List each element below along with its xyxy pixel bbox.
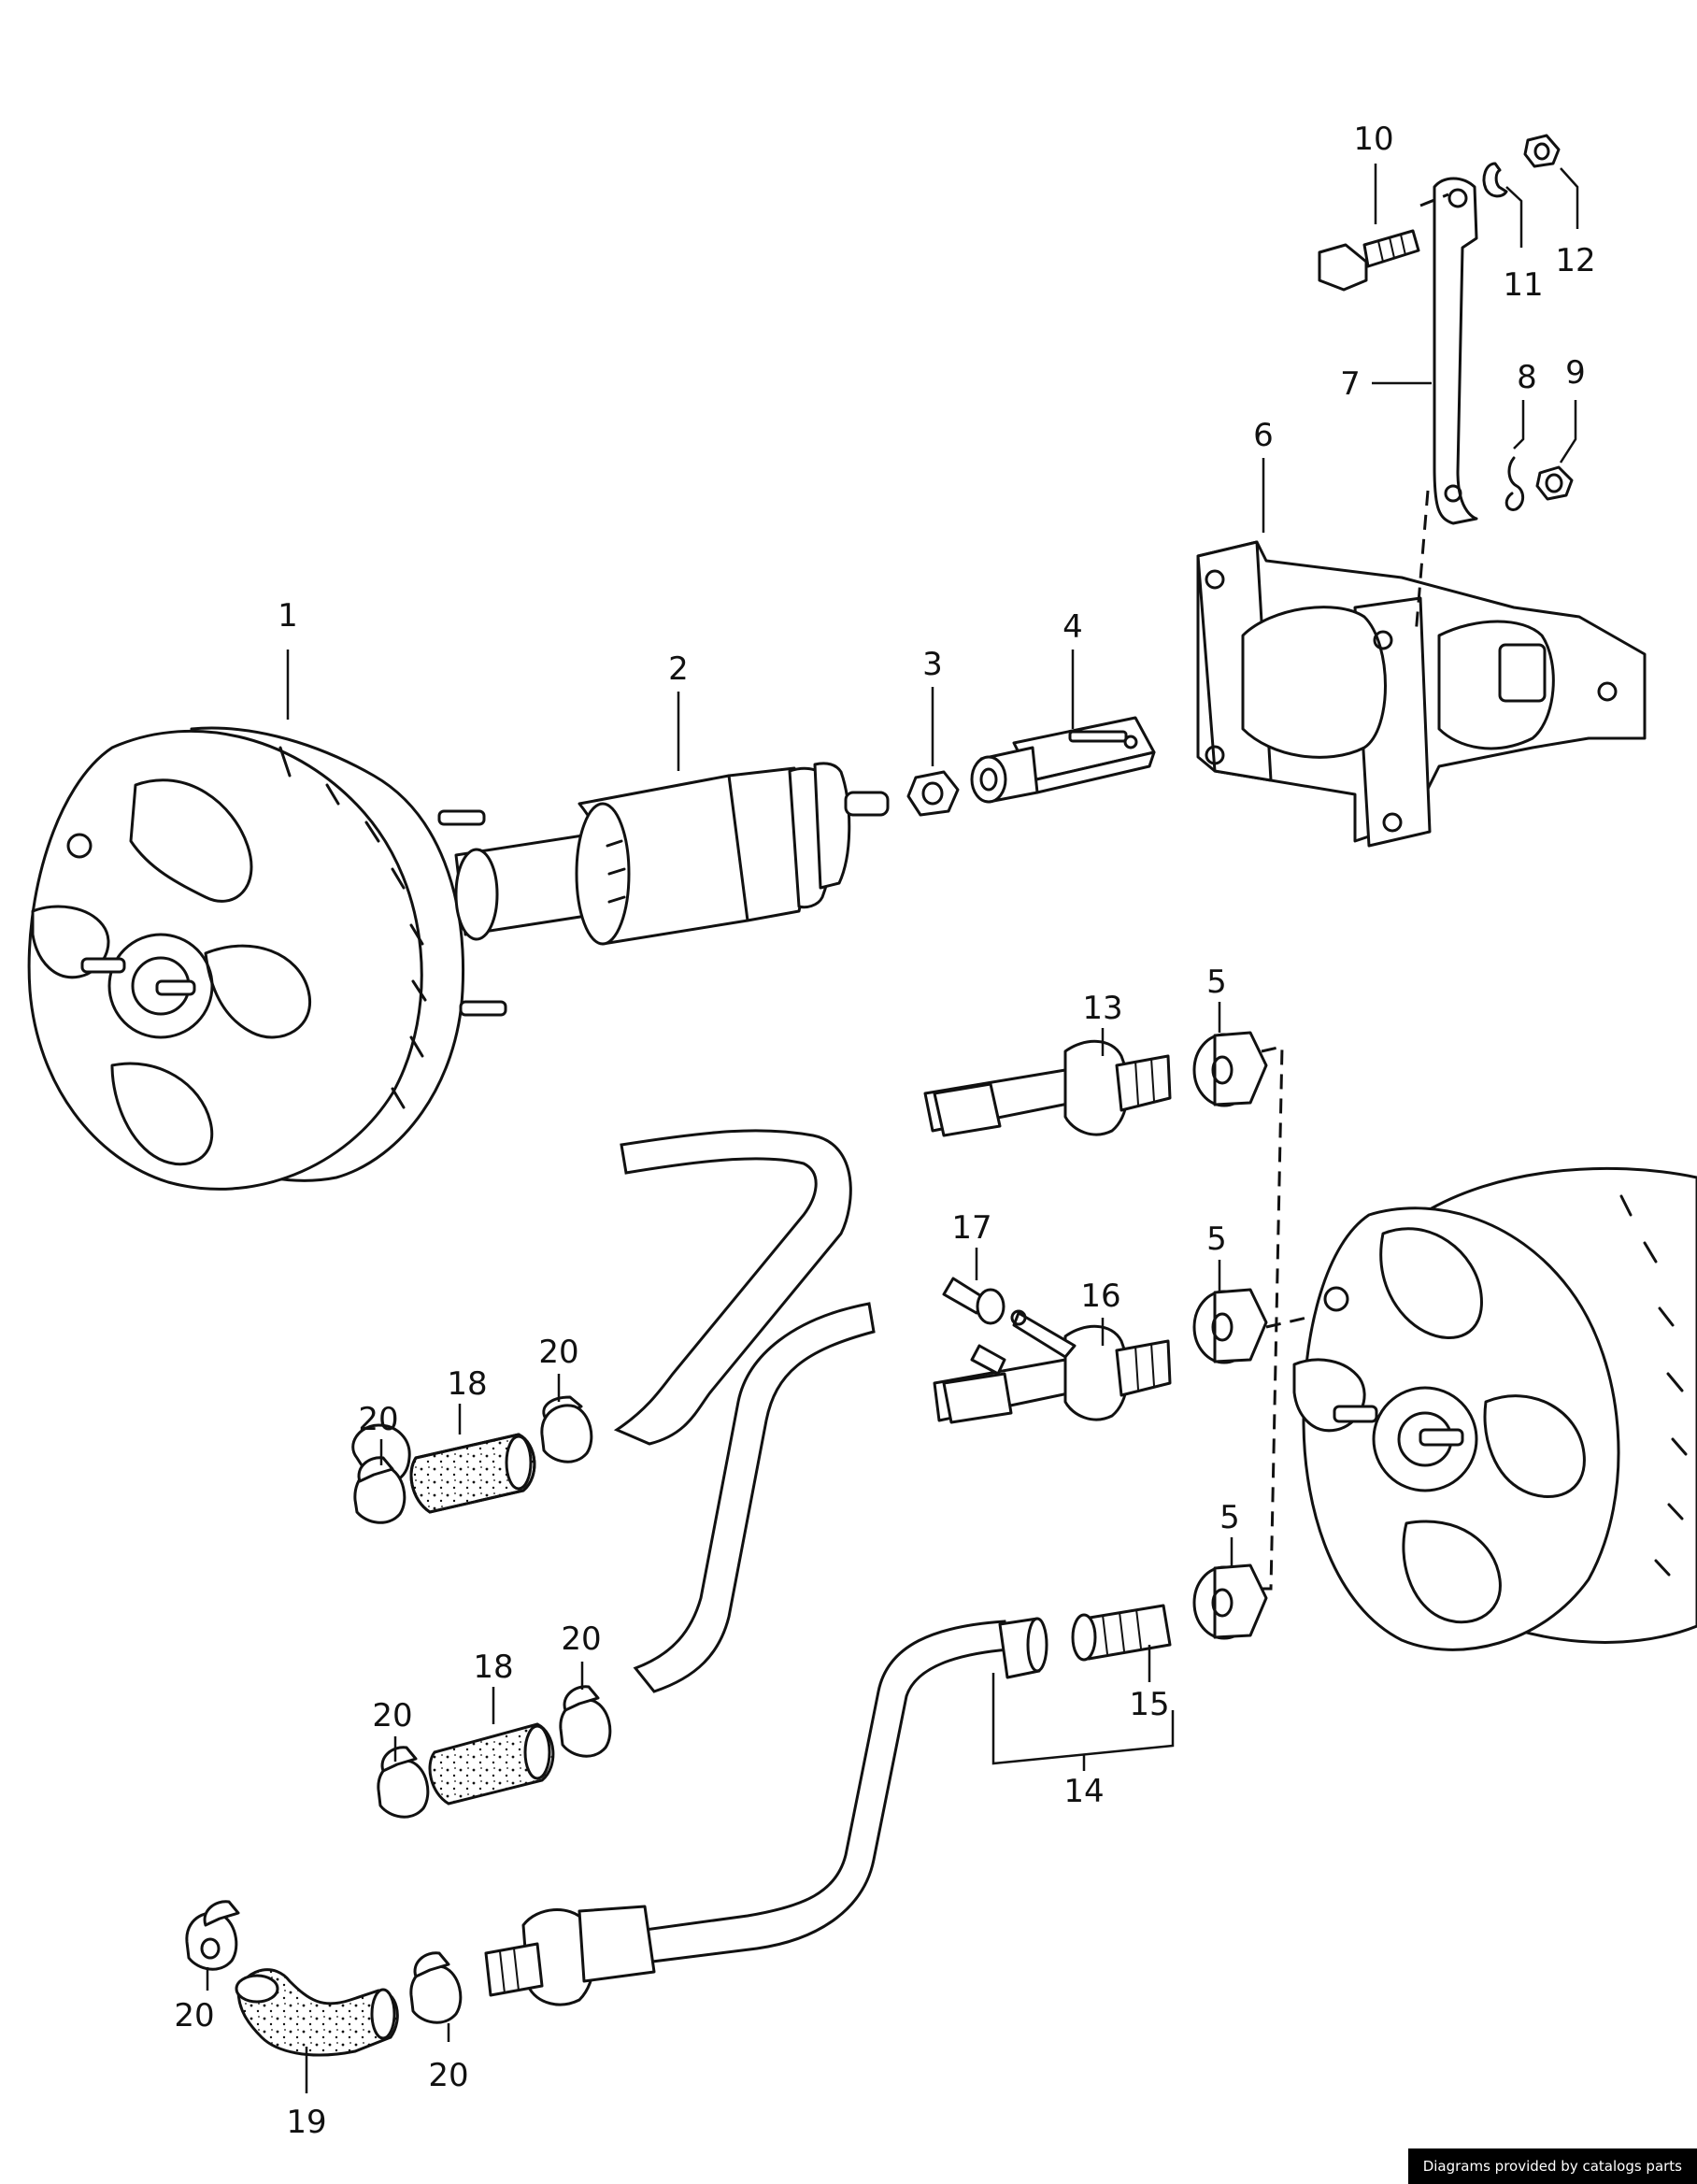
brake-booster-right (1292, 1166, 1697, 1651)
leader-lines (206, 164, 1579, 2093)
callout-7: 7 (1340, 365, 1361, 403)
hose-clamp-20f (409, 1951, 463, 2024)
vacuum-hose-16 (633, 1302, 1172, 1693)
hose-clamp-20b (353, 1456, 406, 1524)
bolt-10 (1318, 229, 1420, 292)
callout-4: 4 (1062, 608, 1083, 646)
spring-clip-8 (1504, 456, 1525, 511)
connector-15 (1071, 1604, 1172, 1662)
alignment-line-7 (1419, 193, 1449, 207)
grommet-5-middle (1192, 1288, 1268, 1364)
callout-18-bottom: 18 (473, 1649, 513, 1686)
callout-10: 10 (1353, 121, 1393, 158)
hose-clamp-20d (377, 1746, 430, 1819)
callout-2: 2 (668, 650, 689, 688)
support-strap-7 (1433, 177, 1478, 525)
callout-5-top: 5 (1206, 964, 1227, 1001)
callout-20c: 20 (561, 1620, 601, 1658)
nut-3 (906, 770, 960, 817)
callout-20f: 20 (428, 2057, 468, 2094)
pushrod-housing (575, 762, 890, 946)
callout-20b: 20 (358, 1401, 398, 1438)
callout-5-bottom: 5 (1219, 1499, 1240, 1536)
callout-20d: 20 (372, 1697, 412, 1734)
callout-17: 17 (951, 1209, 991, 1247)
callout-19: 19 (286, 2104, 326, 2141)
callout-1: 1 (278, 597, 298, 635)
callout-9: 9 (1565, 354, 1586, 392)
callout-12: 12 (1555, 242, 1595, 279)
clevis-4 (970, 716, 1156, 804)
vacuum-hose-14 (484, 1617, 1048, 2006)
brake-booster-left (27, 726, 507, 1191)
group-bracket-14 (991, 1710, 1175, 1771)
callout-16: 16 (1080, 1278, 1120, 1315)
callout-20a: 20 (538, 1334, 578, 1371)
hose-clamp-20c (559, 1685, 612, 1758)
grommet-5-top (1192, 1031, 1268, 1107)
callout-11: 11 (1503, 266, 1543, 304)
callout-8: 8 (1517, 359, 1537, 396)
foam-hose-18-bottom (428, 1722, 555, 1806)
nut-9 (1535, 465, 1574, 501)
credit-banner: Diagrams provided by catalogs parts (1407, 2148, 1697, 2184)
elbow-hose-19 (235, 1968, 399, 2057)
callout-6: 6 (1253, 417, 1274, 454)
callout-3: 3 (922, 646, 943, 683)
nut-12 (1523, 134, 1561, 168)
callout-13: 13 (1082, 990, 1122, 1027)
callout-5-middle: 5 (1206, 1220, 1227, 1258)
grommet-5-bottom (1192, 1563, 1268, 1640)
hose-clamp-20e (185, 1900, 240, 1971)
cap-17 (942, 1277, 1005, 1325)
foam-hose-18-top (409, 1433, 536, 1514)
vacuum-hose-13 (613, 1039, 1172, 1446)
lock-washer-11 (1482, 162, 1508, 198)
mounting-bracket-6 (1196, 540, 1647, 848)
callout-20e: 20 (174, 1997, 214, 2034)
callout-18-top: 18 (447, 1365, 487, 1403)
callout-14: 14 (1063, 1773, 1104, 1810)
callout-15: 15 (1129, 1686, 1169, 1723)
